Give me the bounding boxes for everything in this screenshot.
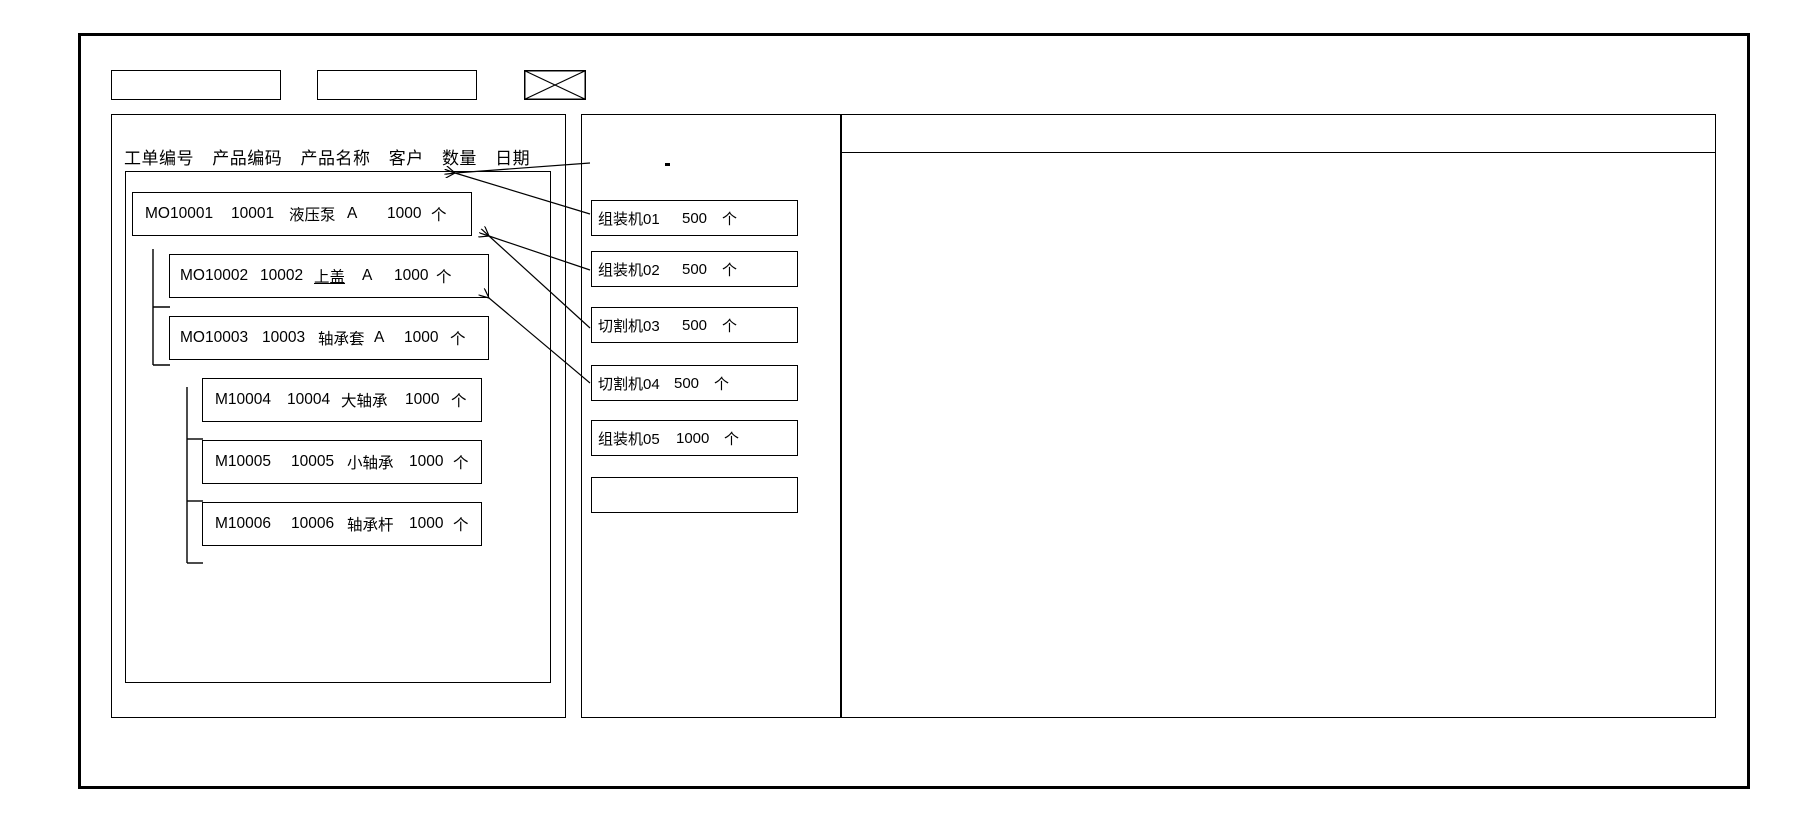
cell-product-name: 大轴承 xyxy=(341,393,388,410)
machine-quantity: 1000 xyxy=(676,429,710,447)
machine-name: 组装机05 xyxy=(598,430,660,448)
list-item-empty[interactable] xyxy=(591,477,798,513)
column-header-date: 日期 xyxy=(495,149,531,168)
machine-unit: 个 xyxy=(714,375,730,393)
cell-quantity: 1000 xyxy=(409,453,444,470)
column-header-product-name: 产品名称 xyxy=(300,149,371,168)
cell-customer: A xyxy=(374,329,385,346)
cell-order-no: M10006 xyxy=(215,515,272,532)
list-item[interactable]: 切割机03 500 个 xyxy=(591,307,798,343)
cell-customer: A xyxy=(347,205,358,222)
machine-name: 切割机04 xyxy=(598,375,660,393)
cell-product-name: 上盖 xyxy=(314,269,346,286)
cell-unit: 个 xyxy=(453,455,469,472)
list-item[interactable]: 切割机04 500 个 xyxy=(591,365,798,401)
cell-unit: 个 xyxy=(431,207,447,224)
list-item[interactable]: 组装机02 500 个 xyxy=(591,251,798,287)
list-item[interactable]: 组装机01 500 个 xyxy=(591,200,798,236)
toolbar-input-1[interactable] xyxy=(111,70,281,100)
cell-product-name: 轴承套 xyxy=(318,331,365,348)
cell-product-name: 轴承杆 xyxy=(347,517,394,534)
cell-order-no: MO10002 xyxy=(180,267,249,284)
table-row[interactable]: M10004 10004 大轴承 1000 个 xyxy=(202,378,482,422)
machine-name: 组装机01 xyxy=(598,210,660,228)
cell-product-name: 液压泵 xyxy=(289,207,336,224)
cell-product-code: 10003 xyxy=(262,329,306,346)
tree-connector-lines xyxy=(151,248,203,564)
cell-unit: 个 xyxy=(436,269,452,286)
column-header-product-code: 产品编码 xyxy=(212,149,283,168)
table-row[interactable]: MO10002 10002 上盖 A 1000 个 xyxy=(169,254,489,298)
cell-quantity: 1000 xyxy=(394,267,429,284)
list-item[interactable]: 组装机05 1000 个 xyxy=(591,420,798,456)
cell-order-no: MO10001 xyxy=(145,205,214,222)
cell-quantity: 1000 xyxy=(409,515,444,532)
detail-panel xyxy=(841,114,1716,718)
cell-customer: A xyxy=(362,267,373,284)
cell-quantity: 1000 xyxy=(404,329,439,346)
work-order-panel: 工单编号 产品编码 产品名称 客户 数量 日期 MO10001 xyxy=(111,114,566,718)
detail-panel-header-divider xyxy=(842,152,1715,153)
column-header-quantity: 数量 xyxy=(441,149,477,168)
cell-product-code: 10006 xyxy=(291,515,335,532)
table-row[interactable]: M10005 10005 小轴承 1000 个 xyxy=(202,440,482,484)
cell-product-name: 小轴承 xyxy=(347,455,394,472)
cell-product-code: 10004 xyxy=(287,391,331,408)
application-window: 工单编号 产品编码 产品名称 客户 数量 日期 MO10001 xyxy=(78,33,1750,789)
machine-unit: 个 xyxy=(722,261,738,279)
machine-name: 组装机02 xyxy=(598,261,660,279)
cell-product-code: 10001 xyxy=(231,205,275,222)
cell-order-no: MO10003 xyxy=(180,329,249,346)
cell-product-code: 10005 xyxy=(291,453,335,470)
machine-name: 切割机03 xyxy=(598,317,660,335)
machine-unit: 个 xyxy=(722,210,738,228)
machine-quantity: 500 xyxy=(682,209,708,227)
cell-unit: 个 xyxy=(450,331,466,348)
work-order-tree-container: MO10001 10001 液压泵 A 1000 个 MO10002 10002… xyxy=(125,171,551,683)
crossed-box-icon[interactable] xyxy=(524,70,586,100)
column-header-customer: 客户 xyxy=(388,149,424,168)
machine-unit: 个 xyxy=(722,317,738,335)
cell-quantity: 1000 xyxy=(405,391,440,408)
machine-quantity: 500 xyxy=(682,260,708,278)
dot-marker-icon xyxy=(665,163,670,166)
table-row[interactable]: M10006 10006 轴承杆 1000 个 xyxy=(202,502,482,546)
cell-order-no: M10005 xyxy=(215,453,272,470)
work-order-column-headers: 工单编号 产品编码 产品名称 客户 数量 日期 xyxy=(124,144,530,169)
cell-quantity: 1000 xyxy=(387,205,422,222)
column-header-order-no: 工单编号 xyxy=(124,149,194,168)
machine-quantity: 500 xyxy=(682,316,708,334)
operation-panel: 组装机01 500 个 组装机02 500 个 切割机03 500 个 切割机0… xyxy=(581,114,841,718)
cell-unit: 个 xyxy=(453,517,469,534)
cell-order-no: M10004 xyxy=(215,391,272,408)
toolbar-input-2[interactable] xyxy=(317,70,477,100)
cell-product-code: 10002 xyxy=(260,267,304,284)
cell-unit: 个 xyxy=(451,393,467,410)
machine-quantity: 500 xyxy=(674,374,700,392)
table-row[interactable]: MO10003 10003 轴承套 A 1000 个 xyxy=(169,316,489,360)
machine-unit: 个 xyxy=(724,430,740,448)
table-row[interactable]: MO10001 10001 液压泵 A 1000 个 xyxy=(132,192,472,236)
